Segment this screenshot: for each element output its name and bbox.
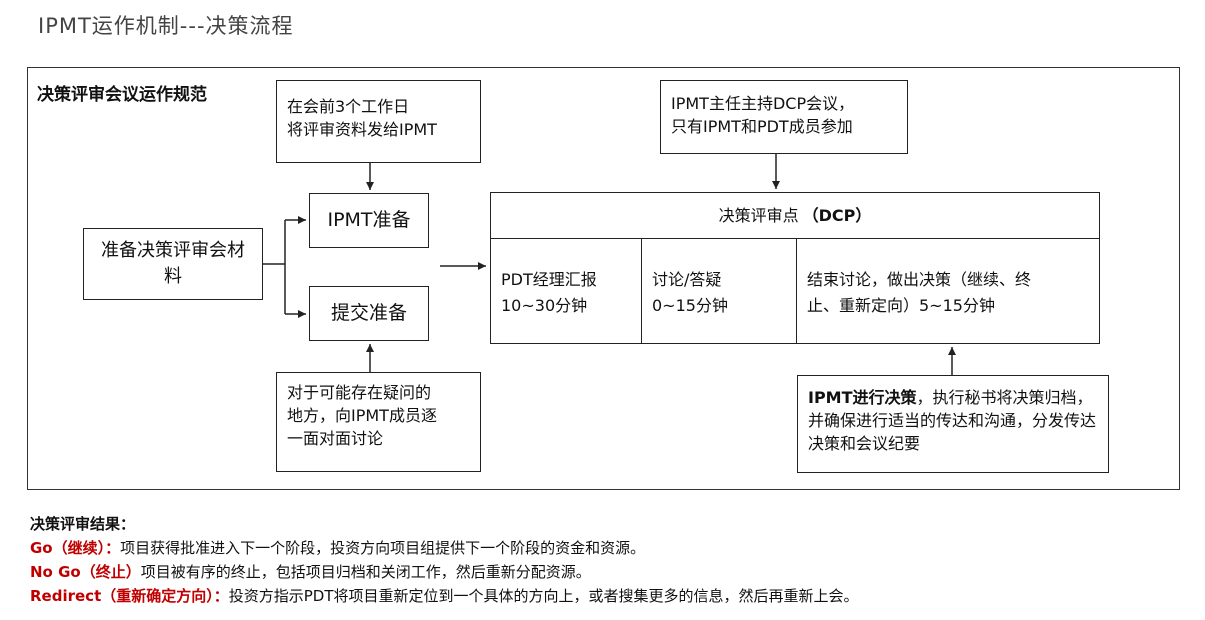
page-title: IPMT运作机制---决策流程 xyxy=(38,14,294,38)
cell-line: 0~15分钟 xyxy=(652,296,728,315)
note-dcp-host: IPMT主任主持DCP会议， 只有IPMT和PDT成员参加 xyxy=(660,80,908,154)
cell-line: 讨论/答疑 xyxy=(652,270,722,289)
result-nogo: No Go（终止）项目被有序的终止，包括项目归档和关闭工作，然后重新分配资源。 xyxy=(30,560,859,584)
ipmt-prepare-label: IPMT准备 xyxy=(327,209,411,231)
section-title: 决策评审会议运作规范 xyxy=(37,85,207,105)
result-text: 项目被有序的终止，包括项目归档和关闭工作，然后重新分配资源。 xyxy=(140,563,591,581)
submit-prepare-box: 提交准备 xyxy=(309,286,429,341)
dcp-title-abbr: （DCP） xyxy=(802,206,872,225)
diagram-frame xyxy=(27,67,1180,490)
dcp-title-text: 决策评审点 xyxy=(718,206,799,225)
dcp-box: 决策评审点（DCP） PDT经理汇报 10~30分钟 讨论/答疑 0~15分钟 … xyxy=(490,192,1100,344)
note-line: 地方，向IPMT成员逐 xyxy=(287,406,437,425)
dcp-cell-report: PDT经理汇报 10~30分钟 xyxy=(491,239,641,343)
results-heading: 决策评审结果： xyxy=(30,515,136,533)
results-section: 决策评审结果： Go（继续）：项目获得批准进入下一个阶段，投资方向项目组提供下一… xyxy=(30,512,859,608)
note-line: 只有IPMT和PDT成员参加 xyxy=(671,117,853,136)
note-send-materials: 在会前3个工作日 将评审资料发给IPMT xyxy=(276,80,481,163)
prepare-material-box: 准备决策评审会材料 xyxy=(83,228,263,300)
result-redirect: Redirect（重新确定方向）：投资方指示PDT将项目重新定位到一个具体的方向… xyxy=(30,584,859,608)
ipmt-prepare-box: IPMT准备 xyxy=(309,193,429,248)
prepare-material-label: 准备决策评审会材料 xyxy=(101,240,245,287)
result-go: Go（继续）：项目获得批准进入下一个阶段，投资方向项目组提供下一个阶段的资金和资… xyxy=(30,536,859,560)
dcp-cell-decision: 结束讨论，做出决策（继续、终 止、重新定向）5~15分钟 xyxy=(796,239,1098,343)
note-bold: IPMT进行决策 xyxy=(808,388,917,407)
note-face-to-face: 对于可能存在疑问的 地方，向IPMT成员逐 一面对面讨论 xyxy=(276,372,481,472)
result-text: 投资方指示PDT将项目重新定位到一个具体的方向上，或者搜集更多的信息，然后再重新… xyxy=(228,587,859,605)
note-line: 将评审资料发给IPMT xyxy=(287,120,437,139)
note-line: 一面对面讨论 xyxy=(287,429,384,448)
result-label: No Go（终止） xyxy=(30,563,141,581)
cell-line: PDT经理汇报 xyxy=(501,270,597,289)
submit-prepare-label: 提交准备 xyxy=(330,302,407,324)
result-label: Go（继续）： xyxy=(30,539,121,557)
result-text: 项目获得批准进入下一个阶段，投资方向项目组提供下一个阶段的资金和资源。 xyxy=(120,539,646,557)
note-line: 对于可能存在疑问的 xyxy=(287,383,432,402)
note-line: IPMT主任主持DCP会议， xyxy=(671,94,855,113)
cell-line: 结束讨论，做出决策（继续、终 xyxy=(807,270,1032,289)
dcp-cell-discussion: 讨论/答疑 0~15分钟 xyxy=(641,239,796,343)
cell-line: 止、重新定向）5~15分钟 xyxy=(807,296,995,315)
note-rest: ，执行秘书将决策归档，并确保进行适当的传达和沟通，分发传达决策和会议纪要 xyxy=(808,388,1097,453)
cell-line: 10~30分钟 xyxy=(501,296,588,315)
note-line: 在会前3个工作日 xyxy=(287,97,410,116)
result-label: Redirect（重新确定方向）： xyxy=(30,587,229,605)
dcp-title: 决策评审点（DCP） xyxy=(491,193,1099,239)
note-ipmt-decision: IPMT进行决策，执行秘书将决策归档，并确保进行适当的传达和沟通，分发传达决策和… xyxy=(797,375,1109,473)
